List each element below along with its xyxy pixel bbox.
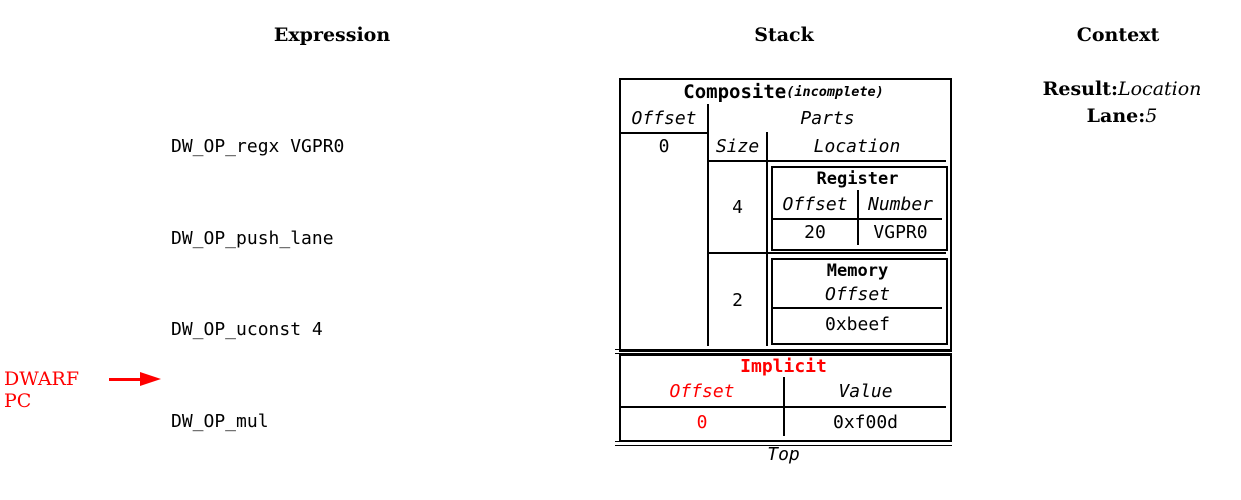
register-offset-header: Offset	[782, 193, 848, 215]
implicit-offset-value: 0	[696, 411, 708, 433]
result-label: Result:	[1042, 78, 1118, 100]
implicit-header-underline	[621, 406, 946, 408]
stack-column-header: Stack	[754, 24, 814, 46]
composite-offset-header-underline	[621, 132, 707, 134]
expression-list: DW_OP_regx VGPR0 DW_OP_push_lane DW_OP_u…	[171, 71, 377, 500]
part1-register-location: Register Offset Number 20 VGPR0	[771, 166, 948, 251]
expression-op: DW_OP_push_lane	[171, 227, 334, 249]
register-title: Register	[816, 169, 899, 189]
composite-size-location-divider	[766, 132, 768, 346]
lane-label: Lane:	[1086, 104, 1146, 127]
composite-offset-parts-divider	[707, 104, 709, 346]
memory-offset-value: 0xbeef	[824, 313, 891, 335]
composite-offset-value: 0	[658, 135, 670, 157]
implicit-offset-header: Offset	[669, 381, 735, 402]
composite-offset-header: Offset	[631, 107, 697, 129]
stack-bottom-separator	[615, 441, 952, 446]
composite-title-row: Composite(incomplete)	[621, 80, 946, 104]
memory-title: Memory	[826, 261, 889, 281]
composite-location-header: Location	[813, 135, 901, 157]
register-number-value: VGPR0	[873, 222, 928, 243]
composite-parts-header: Parts	[800, 107, 855, 129]
composite-title: Composite	[683, 81, 787, 103]
stack-entry-separator	[615, 349, 952, 354]
stack-entry-composite: Composite(incomplete) Offset 0 Parts Siz…	[619, 78, 952, 352]
expression-op: DW_OP_mul	[171, 410, 269, 432]
context-result-line: Result:Location	[1043, 76, 1202, 103]
register-header-underline	[773, 218, 942, 220]
register-number-header: Number	[867, 193, 934, 215]
register-col-divider	[857, 190, 859, 245]
dwarf-pc-arrow-line	[109, 378, 141, 381]
expression-op: DW_OP_regx VGPR0	[171, 136, 345, 157]
stack-entry-implicit: Implicit Offset Value 0 0xf00d	[619, 354, 952, 442]
implicit-title: Implicit	[740, 356, 827, 377]
register-offset-value: 20	[804, 222, 826, 243]
implicit-value-value: 0xf00d	[832, 411, 899, 433]
composite-incomplete-badge: (incomplete)	[786, 84, 884, 100]
memory-header-underline	[773, 307, 942, 309]
dwarf-pc-label: DWARF PC	[4, 368, 80, 412]
stack-top-label: Top	[767, 444, 800, 465]
result-value: Location	[1117, 78, 1202, 100]
part2-size-value: 2	[732, 289, 743, 311]
part2-memory-location: Memory Offset 0xbeef	[771, 258, 948, 345]
memory-offset-header: Offset	[824, 284, 891, 305]
part1-size-value: 4	[732, 196, 743, 218]
expression-op: DW_OP_uconst 4	[171, 319, 323, 340]
composite-size-header: Size	[715, 135, 760, 157]
lane-value: 5	[1145, 104, 1158, 127]
expression-column-header: Expression	[273, 24, 391, 46]
implicit-value-header: Value	[838, 381, 893, 402]
dwarf-pc-arrow-head	[140, 372, 161, 386]
composite-header-underline	[709, 160, 946, 162]
context-column-header: Context	[1076, 24, 1160, 46]
context-panel: Result:Location Lane:5	[1043, 76, 1202, 129]
parts-row-divider	[709, 252, 946, 254]
context-lane-line: Lane:5	[1043, 103, 1202, 130]
